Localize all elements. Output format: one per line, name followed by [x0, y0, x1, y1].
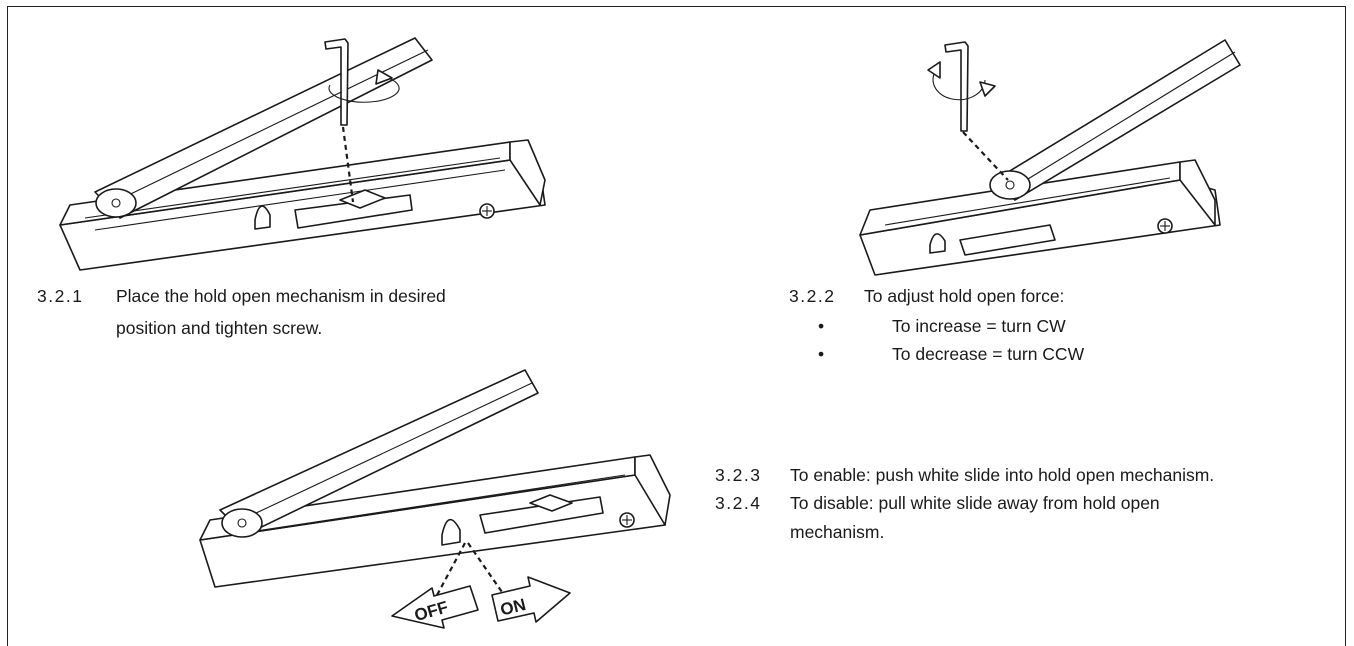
hex-key-icon: [944, 41, 969, 132]
step-3-2-1: 3.2.1 Place the hold open mechanism in d…: [37, 283, 557, 343]
step-text: mechanism.: [790, 522, 885, 542]
bullet-icon: •: [818, 344, 825, 364]
phillips-screw-icon: [479, 203, 495, 219]
page-frame: [7, 6, 1346, 646]
hold-open-mechanism: [959, 224, 1056, 256]
step-text: Place the hold open mechanism in desired: [116, 286, 446, 306]
step-text: To disable: pull white slide away from h…: [790, 493, 1160, 513]
channel-end-cap: [509, 139, 546, 206]
figure-slide-toggle: OFF ON: [180, 365, 680, 635]
figure-tighten-screw: [40, 30, 560, 275]
off-direction-arrow: OFF: [391, 585, 479, 629]
channel-end-cap: [634, 454, 671, 526]
arm-pivot-icon: [989, 170, 1031, 200]
step-text: To enable: push white slide into hold op…: [790, 465, 1215, 485]
arm-pivot-icon: [95, 188, 137, 218]
hex-key-icon: [324, 38, 349, 126]
bullet-decrease: • To decrease = turn CCW: [818, 341, 1118, 369]
on-guide-line: [467, 542, 505, 596]
rotation-arrow-icon: [932, 71, 986, 101]
step-3-2-2: 3.2.2 To adjust hold open force:: [789, 283, 1189, 313]
phillips-screw-icon: [619, 512, 635, 528]
direction-arrow-icon: [491, 576, 571, 623]
bullet-increase: • To increase = turn CW: [818, 313, 1118, 341]
direction-arrow-icon: [391, 585, 479, 629]
step-number: 3.2.1: [37, 286, 84, 306]
step-text: position and tighten screw.: [116, 318, 323, 338]
figure-adjust-force: [840, 30, 1241, 276]
step-number: 3.2.4: [715, 493, 762, 513]
screw-guide-line: [962, 131, 1009, 181]
white-slide: [254, 205, 271, 230]
rotation-arrow-icon: [328, 76, 400, 103]
step-number: 3.2.3: [715, 465, 762, 485]
step-3-2-3: 3.2.3 To enable: push white slide into h…: [715, 462, 1340, 490]
bullet-icon: •: [818, 316, 825, 336]
channel-end-cap: [1179, 159, 1216, 226]
off-guide-line: [435, 542, 466, 598]
bullet-text: To increase = turn CW: [892, 316, 1066, 336]
arm-pivot-icon: [221, 508, 263, 538]
phillips-screw-icon: [1157, 218, 1173, 234]
step-text: To adjust hold open force:: [864, 286, 1065, 306]
on-direction-arrow: ON: [491, 576, 571, 623]
step-number: 3.2.2: [789, 286, 836, 306]
step-3-2-4: 3.2.4 To disable: pull white slide away …: [715, 490, 1340, 548]
bullet-text: To decrease = turn CCW: [892, 344, 1085, 364]
screw-guide-line: [341, 126, 355, 203]
white-slide: [441, 518, 461, 546]
white-slide: [929, 233, 946, 254]
